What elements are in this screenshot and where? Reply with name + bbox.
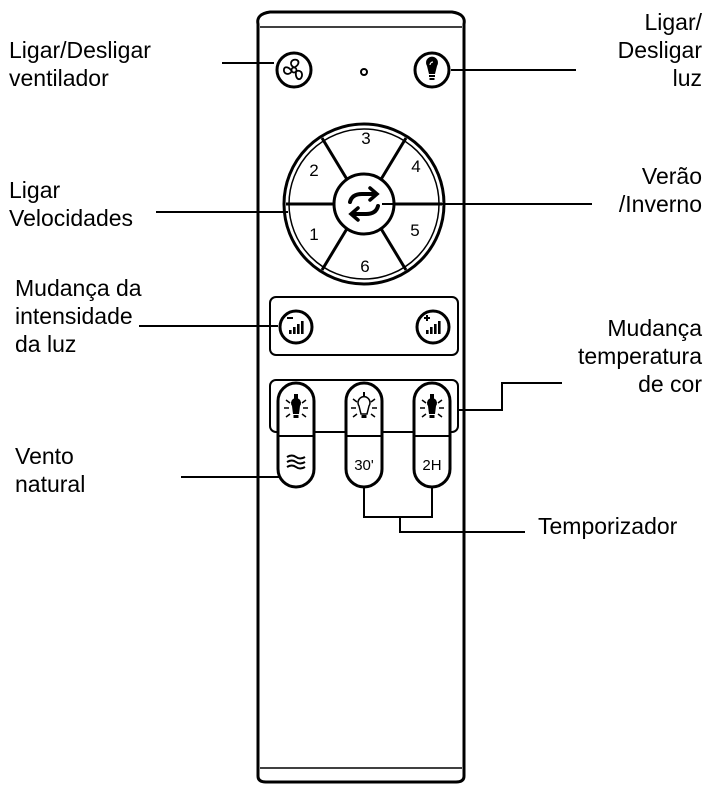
label-line: Ligar/ bbox=[644, 9, 702, 35]
speed-6[interactable]: 6 bbox=[360, 257, 369, 276]
warm-light-icon bbox=[284, 394, 308, 418]
brightness-down-icon bbox=[287, 317, 304, 334]
speed-5[interactable]: 5 bbox=[410, 221, 419, 240]
indicator-led bbox=[360, 68, 368, 76]
fan-icon bbox=[283, 58, 303, 81]
reverse-arrows-icon bbox=[348, 186, 380, 222]
label-line: luz bbox=[672, 65, 702, 91]
label-natural-wind: Vento natural bbox=[15, 442, 85, 498]
label-line: ventilador bbox=[9, 65, 109, 91]
timer-2h-label: 2H bbox=[422, 457, 441, 474]
label-line: natural bbox=[15, 471, 86, 497]
label-line: Vento bbox=[15, 443, 74, 469]
timer-30-pill[interactable]: 30' bbox=[344, 381, 384, 489]
label-line: intensidade bbox=[15, 303, 133, 329]
light-power-button[interactable] bbox=[413, 51, 451, 89]
label-light-power: Ligar/ Desligar luz bbox=[618, 8, 702, 92]
speed-1[interactable]: 1 bbox=[309, 225, 318, 244]
dim-down-button[interactable] bbox=[278, 309, 314, 345]
dim-up-button[interactable] bbox=[415, 309, 451, 345]
label-color-temp: Mudança temperatura de cor bbox=[578, 314, 702, 398]
speed-3[interactable]: 3 bbox=[361, 129, 370, 148]
label-line: temperatura bbox=[577, 343, 702, 369]
fan-power-button[interactable] bbox=[275, 51, 313, 89]
natural-wind-pill[interactable] bbox=[276, 381, 316, 489]
cool-light-icon bbox=[420, 394, 444, 418]
label-line: Temporizador bbox=[538, 513, 678, 539]
summer-winter-button[interactable] bbox=[348, 186, 380, 222]
label-light-intensity: Mudança da intensidade da luz bbox=[15, 274, 142, 358]
label-summer-winter: Verão /Inverno bbox=[619, 162, 702, 218]
brightness-up-icon bbox=[424, 315, 441, 334]
timer-2h-pill[interactable]: 2H bbox=[412, 381, 452, 489]
label-line: Velocidades bbox=[9, 205, 134, 231]
label-line: Ligar/Desligar bbox=[9, 37, 151, 63]
label-line: da luz bbox=[15, 331, 77, 357]
label-line: Mudança bbox=[607, 315, 702, 341]
label-fan-power: Ligar/Desligar ventilador bbox=[9, 36, 151, 92]
label-line: /Inverno bbox=[618, 191, 702, 217]
label-line: de cor bbox=[638, 371, 702, 397]
label-speeds: Ligar Velocidades bbox=[9, 176, 133, 232]
neutral-light-icon bbox=[351, 392, 377, 418]
bulb-icon bbox=[426, 56, 438, 80]
speed-2[interactable]: 2 bbox=[309, 161, 318, 180]
leader-lines bbox=[139, 62, 592, 533]
label-line: Mudança da bbox=[15, 275, 142, 301]
timer-30-label: 30' bbox=[354, 457, 374, 474]
label-timer: Temporizador bbox=[538, 512, 677, 540]
label-line: Ligar bbox=[9, 177, 61, 203]
speed-4[interactable]: 4 bbox=[411, 157, 420, 176]
wind-icon bbox=[286, 454, 306, 470]
speed-wheel bbox=[282, 122, 446, 286]
label-line: Verão bbox=[641, 163, 702, 189]
label-line: Desligar bbox=[617, 37, 702, 63]
